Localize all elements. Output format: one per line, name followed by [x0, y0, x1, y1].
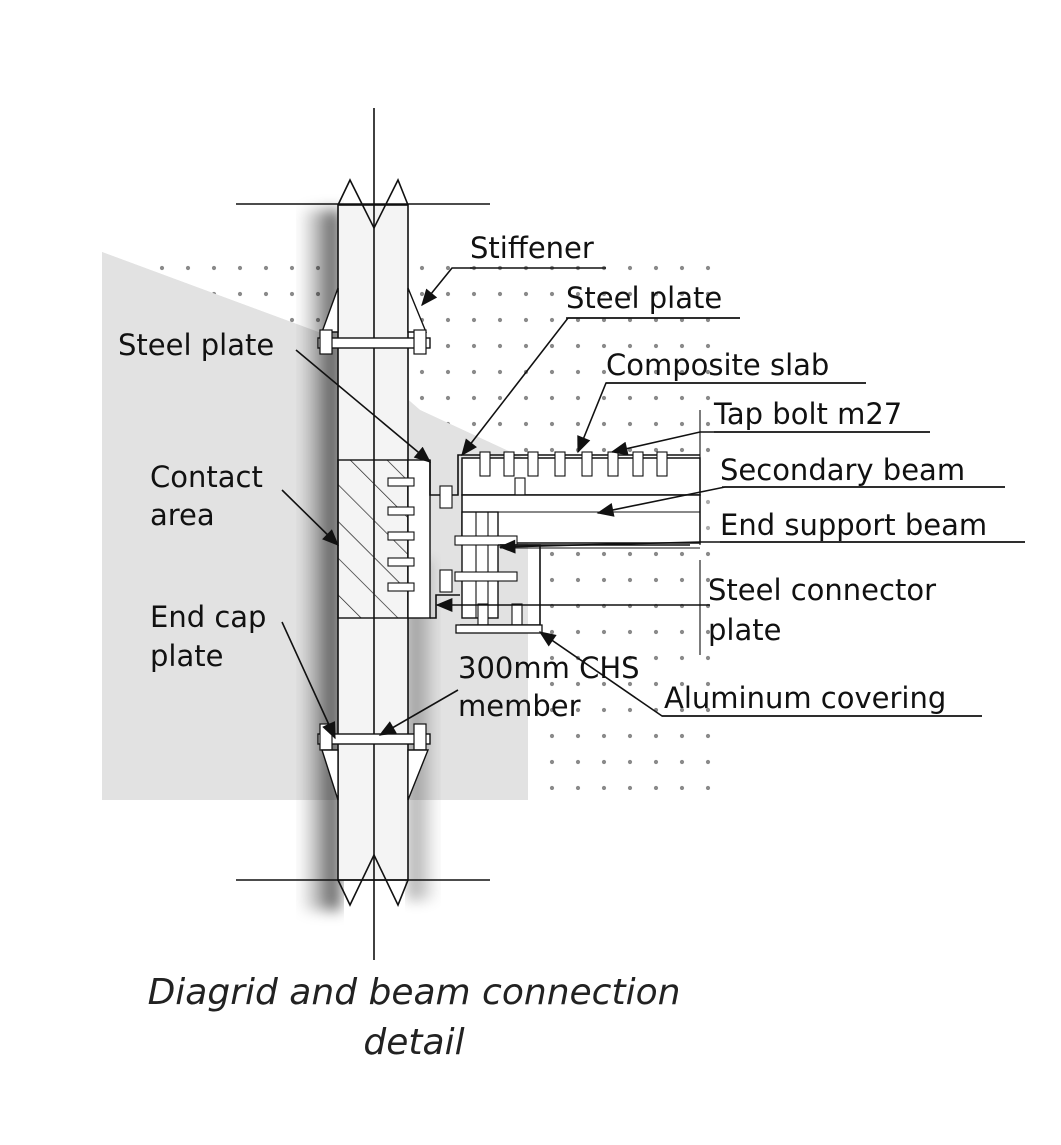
label-contact-area-line1: Contact: [150, 460, 263, 494]
label-end-cap-line2: plate: [150, 639, 223, 673]
caption-line2: detail: [363, 1022, 464, 1063]
tap-bolts: [479, 451, 668, 477]
label-end-support-beam: End support beam: [720, 508, 987, 542]
label-steel-connector-line2: plate: [708, 613, 781, 647]
end-support-beam: [461, 511, 499, 619]
label-secondary-beam: Secondary beam: [720, 453, 965, 487]
column-break-top: [337, 178, 409, 230]
label-steel-plate-top: Steel plate: [566, 281, 722, 315]
label-tap-bolt: Tap bolt m27: [713, 397, 902, 431]
column-break-bottom: [337, 853, 409, 907]
slab-bolt: [514, 477, 526, 497]
label-steel-plate-left: Steel plate: [118, 328, 274, 362]
label-underlines: [470, 267, 1025, 717]
label-stiffener: Stiffener: [470, 231, 594, 265]
label-contact-area-line2: area: [150, 498, 215, 532]
label-chs-line2: member: [458, 689, 581, 723]
label-end-cap-line1: End cap: [150, 600, 266, 634]
label-steel-connector-line1: Steel connector: [708, 573, 936, 607]
column-bolts: [387, 477, 415, 592]
top-stiffener-assembly: [317, 287, 431, 355]
label-chs-line1: 300mm CHS: [458, 651, 640, 685]
label-aluminum-covering: Aluminum covering: [664, 681, 946, 715]
secondary-beam: [461, 494, 701, 544]
steel-plate-bend: [429, 454, 700, 496]
dot-field-lower: [540, 545, 725, 790]
caption-line1: Diagrid and beam connection: [148, 972, 681, 1013]
label-composite-slab: Composite slab: [606, 348, 829, 382]
slab-end-bolt: [439, 485, 453, 509]
aluminum-covering: [455, 624, 543, 634]
